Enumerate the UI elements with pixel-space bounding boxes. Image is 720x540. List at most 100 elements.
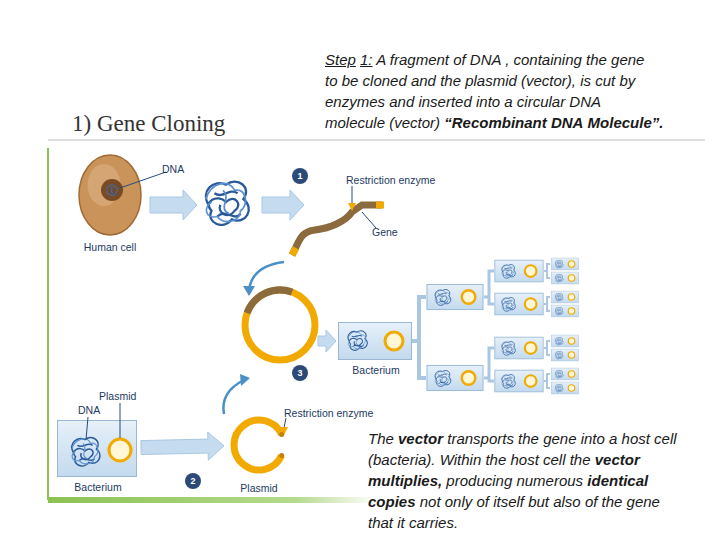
word: is — [580, 72, 591, 89]
word: circular — [517, 93, 565, 110]
word: transports — [447, 430, 514, 447]
word: containing — [514, 51, 582, 68]
cell-ellipse: Human cell — [77, 153, 143, 237]
word: and — [389, 93, 414, 110]
bacterium-copy — [552, 349, 579, 361]
slide-title: 1) Gene Cloning — [72, 111, 225, 137]
process-arrow — [150, 190, 197, 220]
word: cell — [543, 451, 566, 468]
bacterium-box: Bacterium — [57, 420, 137, 477]
dna-tangle — [72, 438, 100, 466]
word: host — [622, 430, 650, 447]
word: the — [518, 430, 539, 447]
word: the — [485, 451, 506, 468]
word: The — [368, 430, 394, 447]
emphasized-word: vector — [398, 430, 443, 447]
node-label: Bacterium — [339, 364, 413, 376]
word: cell — [654, 430, 677, 447]
bacterium-copy — [495, 260, 543, 282]
emphasized-word: 1: — [360, 51, 373, 68]
emphasized-word: “Recombinant — [444, 114, 547, 131]
word: plasmid — [465, 72, 517, 89]
emphasized-word: vector — [595, 451, 640, 468]
part-label: Plasmid — [99, 390, 136, 402]
part-label: Restriction enzyme — [346, 174, 435, 186]
word: gene — [611, 51, 644, 68]
word: only — [445, 493, 473, 510]
word: inserted — [418, 93, 471, 110]
word: molecule — [325, 114, 385, 131]
leader-line — [352, 186, 353, 204]
word: (bacteria). — [368, 451, 436, 468]
word: of — [453, 51, 466, 68]
plasmid-ring — [109, 439, 131, 461]
word: Within — [440, 451, 482, 468]
word: A — [376, 51, 385, 68]
word: of — [585, 493, 598, 510]
word: , — [505, 51, 509, 68]
word: DNA — [569, 93, 601, 110]
sticky-end — [292, 248, 296, 255]
word: gene — [627, 493, 660, 510]
sticky-end — [376, 202, 384, 209]
word: a — [609, 430, 617, 447]
emphasized-word: identical — [587, 472, 648, 489]
bacterium-copy — [552, 335, 579, 347]
emphasized-word: DNA — [551, 114, 584, 131]
emphasized-word: copies — [368, 493, 416, 510]
nucleus — [101, 179, 123, 201]
word: numerous — [516, 472, 583, 489]
word: the — [440, 72, 461, 89]
word: gene — [543, 430, 576, 447]
word: that — [368, 514, 393, 531]
bacterium-copy — [552, 272, 579, 284]
word: the — [586, 51, 607, 68]
word: enzymes — [325, 93, 385, 110]
bacterium-copy — [552, 258, 579, 270]
sticky-end — [279, 453, 284, 458]
branch-line — [484, 271, 494, 381]
plasmid-ring — [385, 332, 403, 350]
gene-fragment — [292, 205, 382, 255]
word: and — [411, 72, 436, 89]
cell-body — [79, 155, 141, 235]
bacterium-box: Bacterium — [338, 322, 412, 360]
sticky-end — [279, 432, 284, 437]
node-label: Bacterium — [58, 481, 138, 493]
word: (vector) — [389, 114, 440, 131]
word: carries. — [409, 514, 458, 531]
callout-number: 1 — [292, 168, 308, 184]
process-arrow — [262, 190, 304, 220]
plasmid-circle: Plasmid — [228, 414, 290, 476]
word: DNA — [470, 51, 501, 68]
word: be — [342, 72, 359, 89]
word: of — [476, 493, 489, 510]
word: itself — [493, 493, 524, 510]
word: host — [510, 451, 538, 468]
callout-number: 2 — [185, 473, 201, 489]
part-label: Restriction enzyme — [284, 407, 373, 419]
callout-number: 3 — [292, 365, 308, 381]
bacterium-copy — [552, 368, 579, 380]
leader-line — [120, 403, 121, 438]
part-label: Gene — [372, 226, 398, 238]
word: cut — [595, 72, 615, 89]
bacterium-copy — [495, 293, 543, 315]
dna-tangle — [106, 184, 118, 196]
emphasized-word: Step — [325, 51, 356, 68]
bacterium-copy — [495, 370, 543, 392]
dna-tangle — [348, 331, 367, 350]
word: it — [397, 514, 405, 531]
word: a — [504, 93, 512, 110]
leader-line — [86, 417, 88, 440]
step-text: Step 1: A fragment of DNA , containing t… — [325, 49, 663, 133]
bacterium-copy — [552, 382, 579, 394]
word: producing — [446, 472, 512, 489]
explanation-text: The vector transports the gene into a ho… — [368, 428, 677, 533]
word: also — [553, 493, 581, 510]
word: the — [602, 493, 623, 510]
process-arrow — [318, 330, 336, 352]
dna-tangle — [206, 182, 249, 225]
word: (vector), — [521, 72, 576, 89]
word: not — [420, 493, 441, 510]
